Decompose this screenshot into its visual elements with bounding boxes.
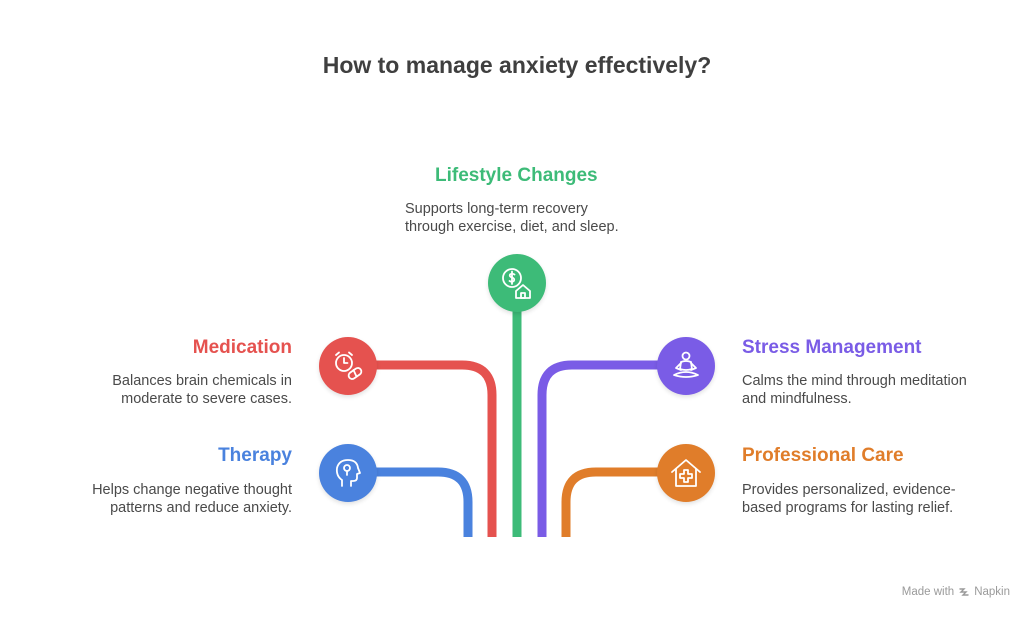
money-house-icon (488, 254, 546, 312)
page-title: How to manage anxiety effectively? (322, 52, 712, 78)
medication-connector (376, 360, 497, 537)
lifestyle-heading: Lifestyle Changes (435, 165, 598, 186)
stress-connector (537, 360, 658, 537)
made-with-napkin: Made with Napkin (901, 586, 1010, 598)
meditation-icon (657, 337, 715, 395)
stress-heading: Stress Management (742, 337, 922, 358)
medication-description: Balances brain chemicals in moderate to … (112, 373, 292, 407)
professional-connector (561, 467, 658, 537)
professional-heading: Professional Care (742, 445, 904, 466)
head-profile-icon (319, 444, 377, 502)
lifestyle-description: Supports long-term recovery through exer… (405, 201, 619, 235)
therapy-connector (376, 467, 473, 537)
stress-description: Calms the mind through meditation and mi… (742, 373, 967, 407)
clock-pill-icon (319, 337, 377, 395)
therapy-description: Helps change negative thought patterns a… (92, 482, 292, 516)
napkin-logo-icon (959, 588, 969, 596)
professional-description: Provides personalized, evidence- based p… (742, 482, 956, 516)
therapy-heading: Therapy (218, 445, 292, 466)
medical-house-icon (657, 444, 715, 502)
medication-heading: Medication (192, 337, 292, 358)
